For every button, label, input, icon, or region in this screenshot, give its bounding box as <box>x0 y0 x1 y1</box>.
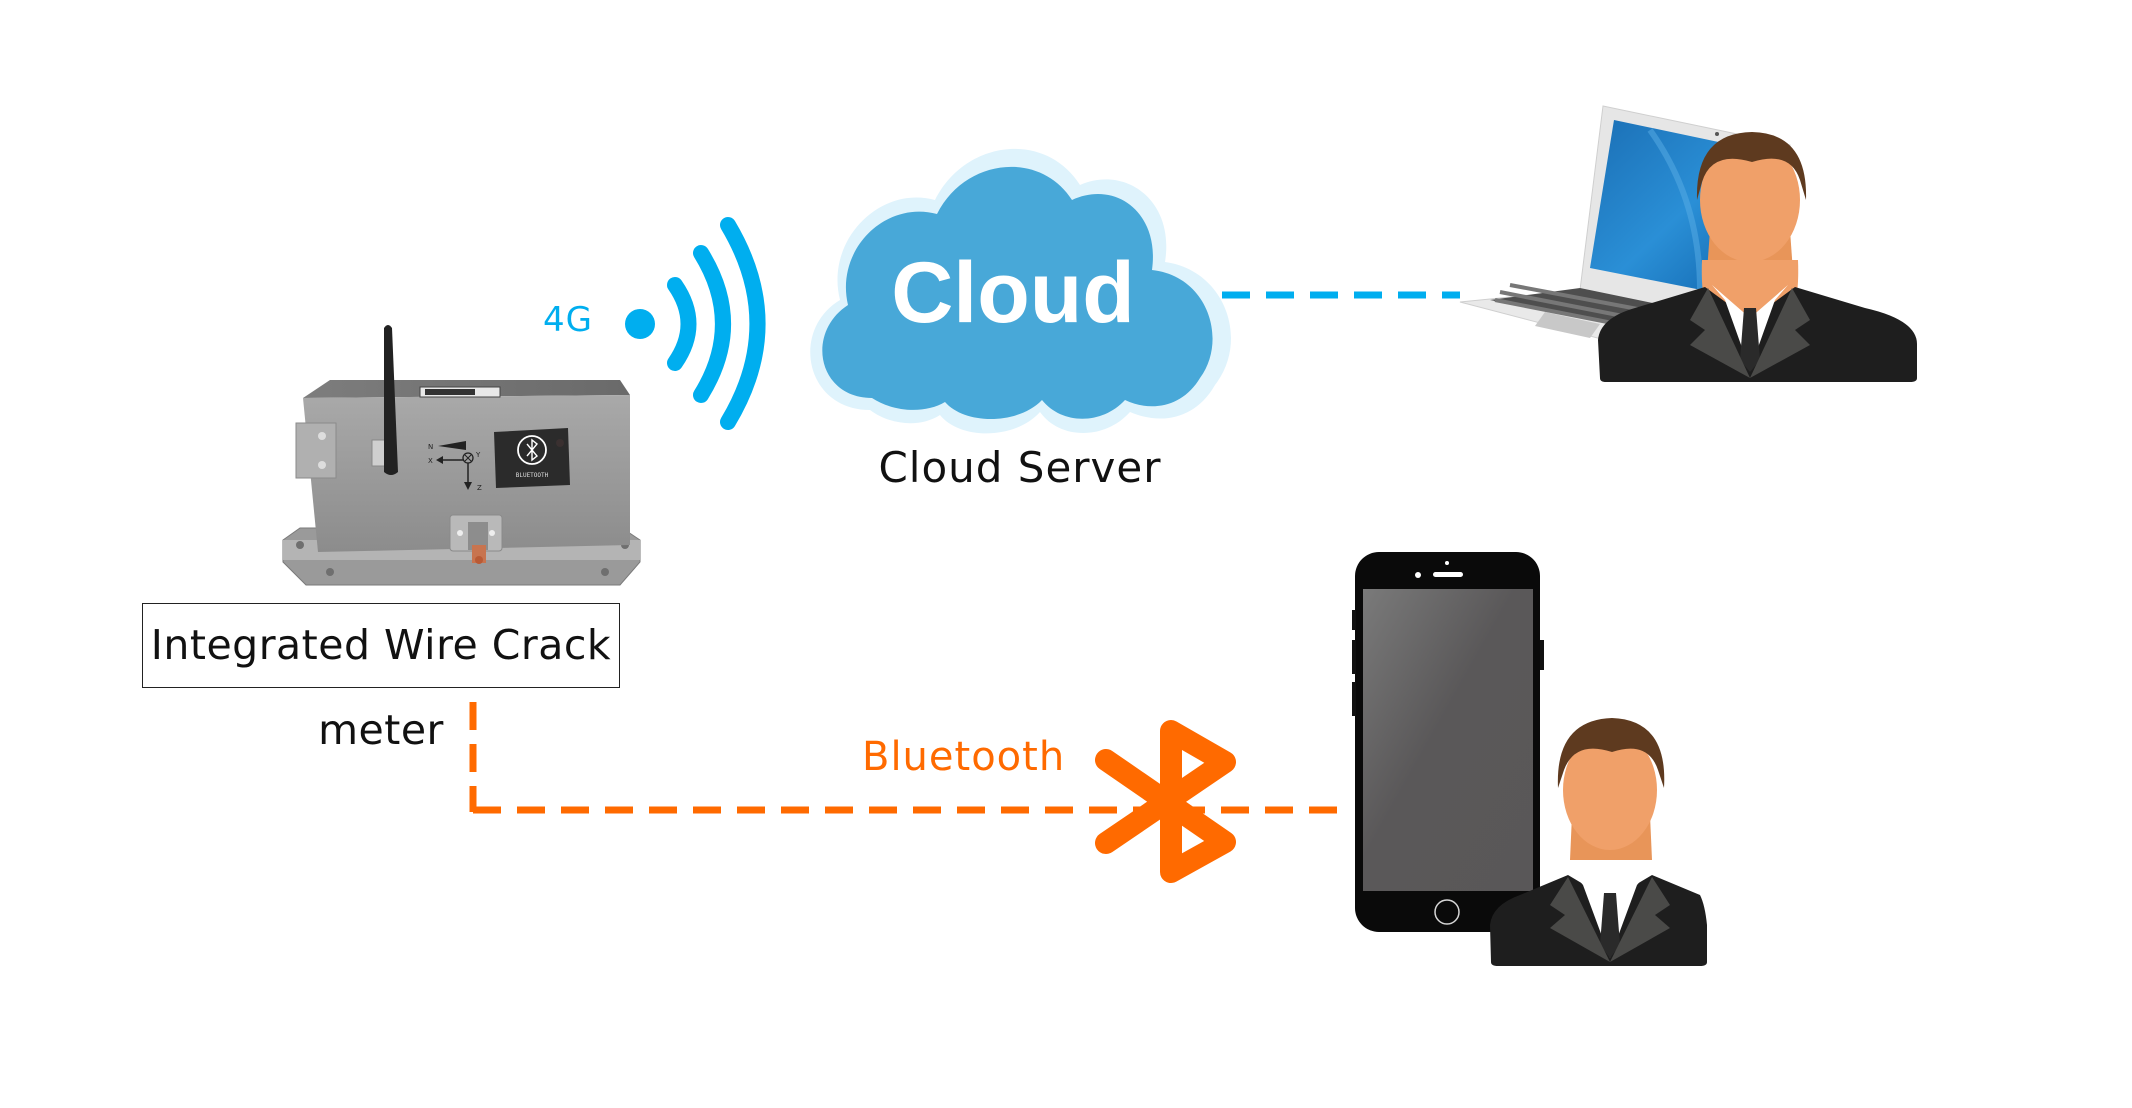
signal-source-dot-icon <box>625 309 655 339</box>
wireless-signal-icon <box>667 217 766 430</box>
bluetooth-link-label: Bluetooth <box>862 734 1066 780</box>
crack-meter-device-image: N X Y Z BLUETOOTH <box>282 325 641 586</box>
cloud-server-caption: Cloud Server <box>878 443 1162 492</box>
cloud-title: Cloud <box>891 245 1135 341</box>
cloud-icon <box>810 148 1231 434</box>
svg-text:Z: Z <box>477 484 482 492</box>
svg-text:X: X <box>428 457 433 465</box>
bluetooth-icon <box>1095 720 1236 883</box>
device-bluetooth-panel: BLUETOOTH <box>494 428 570 488</box>
device-label: Integrated Wire Crack meter <box>150 621 612 754</box>
device-panel-text: BLUETOOTH <box>516 472 549 479</box>
svg-text:Y: Y <box>475 451 481 459</box>
laptop-user-avatar <box>1598 132 1918 386</box>
smartphone-icon <box>1352 552 1544 932</box>
phone-user-avatar <box>1490 718 1707 966</box>
svg-text:N: N <box>428 443 433 451</box>
axis-marking-icon: N X Y Z <box>428 441 482 492</box>
cellular-link-label: 4G <box>543 300 593 340</box>
device-label-box <box>142 603 620 688</box>
